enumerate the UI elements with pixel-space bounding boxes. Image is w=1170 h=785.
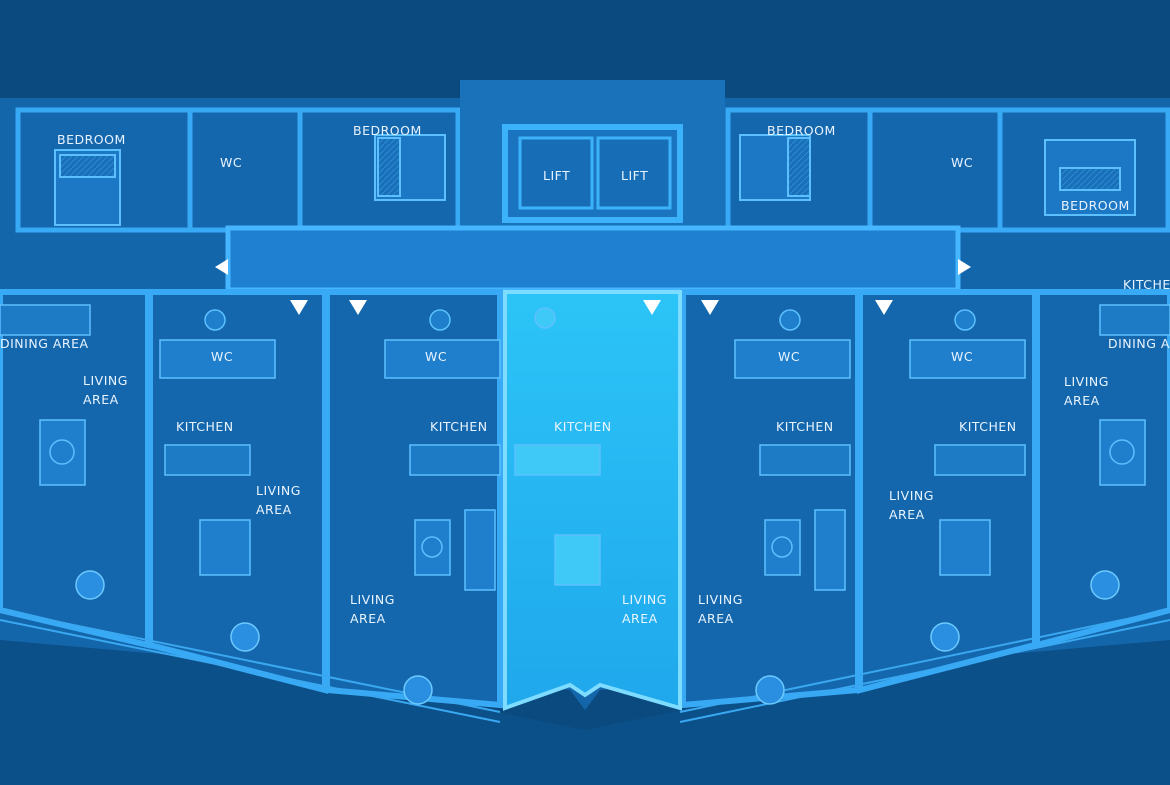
- wc-fixtures: [159, 307, 1026, 379]
- arrow-left-icon: [215, 259, 228, 275]
- label-kitchen: KITCHEN: [1123, 277, 1170, 292]
- scroll-left-arrow[interactable]: [210, 255, 232, 279]
- scroll-right-arrow[interactable]: [955, 255, 977, 279]
- label-living-area: LIVING AREA: [622, 592, 667, 626]
- label-wc: WC: [951, 155, 974, 170]
- label-dining-area: DINING AREA: [0, 336, 89, 351]
- lower-units: [0, 289, 1170, 709]
- label-living-area: LIVING AREA: [83, 373, 128, 407]
- arrow-down-icon: [875, 300, 893, 315]
- label-kitchen: KITCHEN: [430, 419, 488, 434]
- label-living-area: LIVING AREA: [256, 483, 301, 517]
- arrow-right-icon: [958, 259, 971, 275]
- label-bedroom: BEDROOM: [767, 123, 836, 138]
- label-living-area: LIVING AREA: [1064, 374, 1109, 408]
- label-wc: WC: [220, 155, 243, 170]
- label-wc: WC: [951, 349, 974, 364]
- corridor: [225, 225, 961, 293]
- label-living-area: LIVING AREA: [350, 592, 395, 626]
- kitchen-counters: [0, 304, 1170, 476]
- label-wc: WC: [211, 349, 234, 364]
- ground-plane: [0, 610, 1170, 785]
- arrow-down-icon: [701, 300, 719, 315]
- label-living-area: LIVING AREA: [889, 488, 934, 522]
- label-lift: LIFT: [621, 168, 649, 183]
- arrow-down-icon: [643, 300, 661, 315]
- arrow-down-icon: [290, 300, 308, 315]
- lift-core: [460, 80, 725, 230]
- label-bedroom: BEDROOM: [57, 132, 126, 147]
- label-living-area: LIVING AREA: [698, 592, 743, 626]
- living-furniture: [39, 419, 1146, 591]
- label-wc: WC: [425, 349, 448, 364]
- arrow-down-icon: [349, 300, 367, 315]
- label-wc: WC: [778, 349, 801, 364]
- label-bedroom: BEDROOM: [1061, 198, 1130, 213]
- label-kitchen: KITCHEN: [959, 419, 1017, 434]
- label-bedroom: BEDROOM: [353, 123, 422, 138]
- label-dining-area: DINING AREA: [1108, 336, 1170, 351]
- label-kitchen: KITCHEN: [176, 419, 234, 434]
- beds: [54, 134, 1136, 226]
- label-kitchen: KITCHEN: [776, 419, 834, 434]
- highlighted-unit: [503, 290, 682, 711]
- label-kitchen: KITCHEN: [554, 419, 612, 434]
- label-lift: LIFT: [543, 168, 571, 183]
- corridor-arrows: [215, 259, 971, 315]
- terrace-furniture: [75, 570, 1120, 705]
